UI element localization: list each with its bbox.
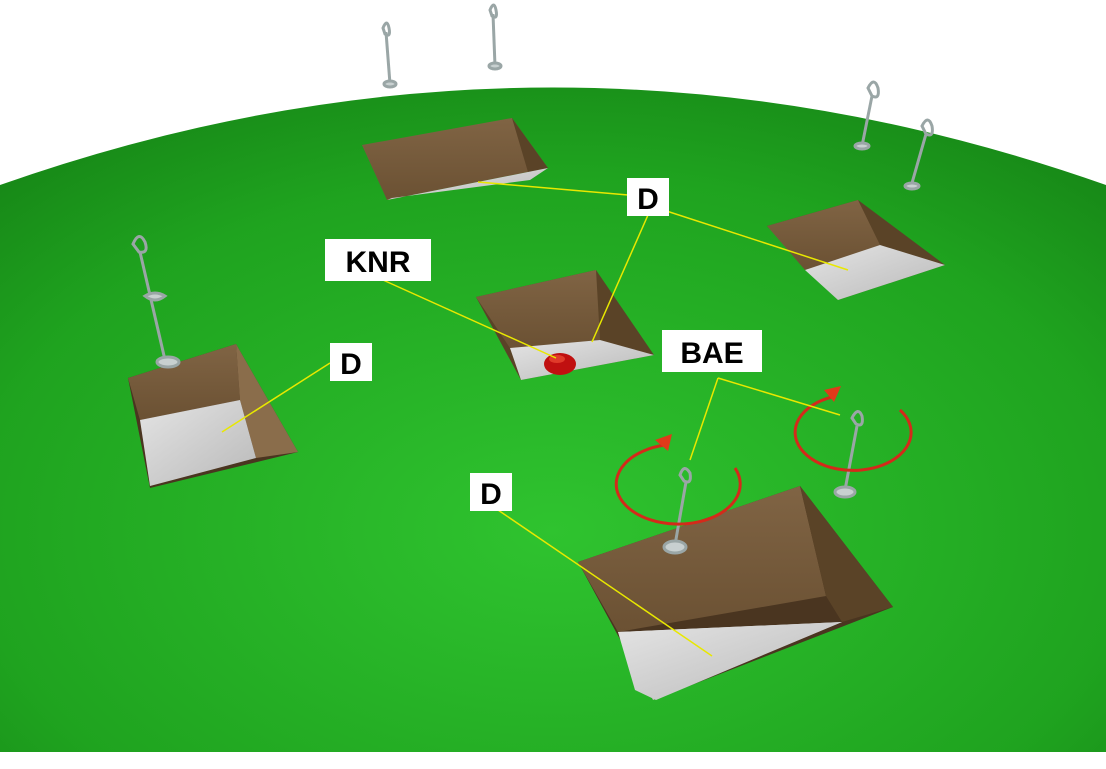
svg-text:D: D — [480, 478, 502, 511]
bottom-edge — [0, 752, 1106, 769]
svg-text:BAE: BAE — [680, 337, 743, 370]
svg-text:KNR: KNR — [346, 246, 411, 279]
pit-left — [128, 344, 298, 488]
pit-bottom-center — [578, 486, 893, 700]
label-d-left: D — [330, 343, 372, 381]
ground-anchor-icon — [131, 3, 934, 555]
rotation-arrow-icon — [614, 386, 913, 526]
svg-text:D: D — [637, 183, 659, 216]
svg-text:D: D — [340, 348, 362, 381]
label-d-bottom: D — [470, 473, 512, 511]
label-d-top: D — [627, 178, 669, 216]
pit-top-center — [362, 118, 548, 200]
callout-lines — [221, 181, 849, 657]
pit-center — [476, 270, 654, 380]
knr-object-icon — [544, 353, 576, 375]
label-knr: KNR — [325, 239, 431, 281]
label-bae: BAE — [662, 330, 762, 372]
